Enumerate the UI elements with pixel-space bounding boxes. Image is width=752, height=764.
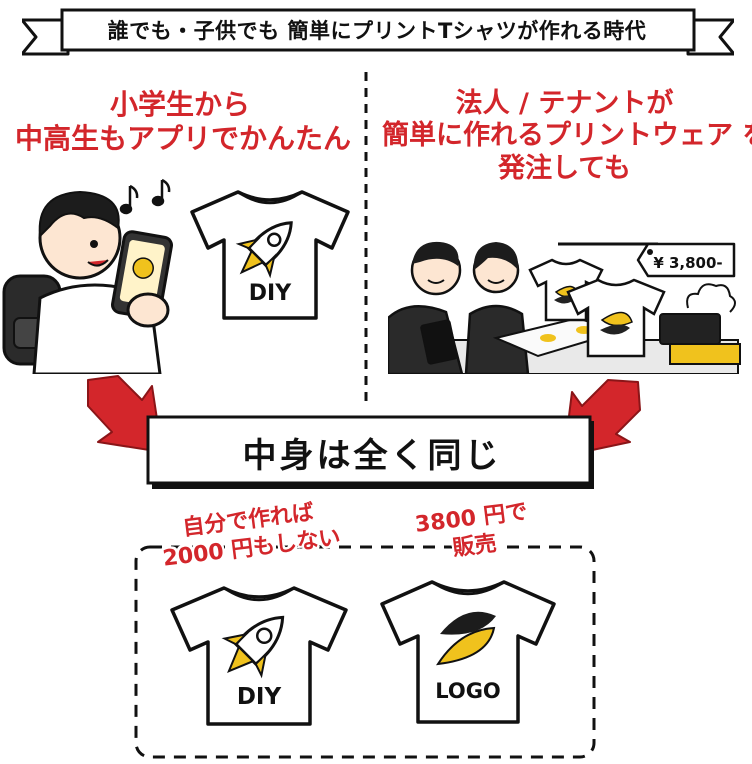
bottom-dashed-frame [134, 545, 596, 759]
diy-shirt-bottom-label: DIY [237, 684, 282, 710]
diy-shirt-top: DIY [190, 190, 350, 320]
left-heading-line2: 中高生もアプリでかんたん [15, 121, 352, 155]
title-text: 誰でも・子供でも 簡単にプリントTシャツが作れる時代 [107, 19, 647, 43]
right-heading-line1: 法人 / テナントが [455, 88, 674, 119]
price-tag: ¥ 3,800- [653, 254, 722, 272]
right-heading-line2: 簡単に作れるプリントウェア を [382, 120, 752, 152]
diy-shirt-bottom: DIY [170, 586, 348, 726]
business-shop-illustration: ¥ 3,800- [388, 241, 741, 374]
center-text: 中身は全く同じ [242, 435, 502, 476]
child-with-phone-illustration [2, 178, 173, 374]
left-heading-line1: 小学生から [109, 88, 250, 121]
center-frame [146, 415, 594, 489]
logo-shirt-label: LOGO [435, 679, 501, 703]
title-ribbon [22, 8, 734, 56]
diy-shirt-top-label: DIY [249, 281, 292, 306]
left-heading: 小学生から 中高生もアプリでかんたん [15, 88, 352, 155]
right-heading: 法人 / テナントが 簡単に作れるプリントウェア を 発注しても [382, 88, 752, 185]
right-heading-line3: 発注しても [498, 152, 631, 184]
vertical-divider [364, 72, 368, 402]
logo-shirt-bottom: LOGO [380, 580, 556, 724]
